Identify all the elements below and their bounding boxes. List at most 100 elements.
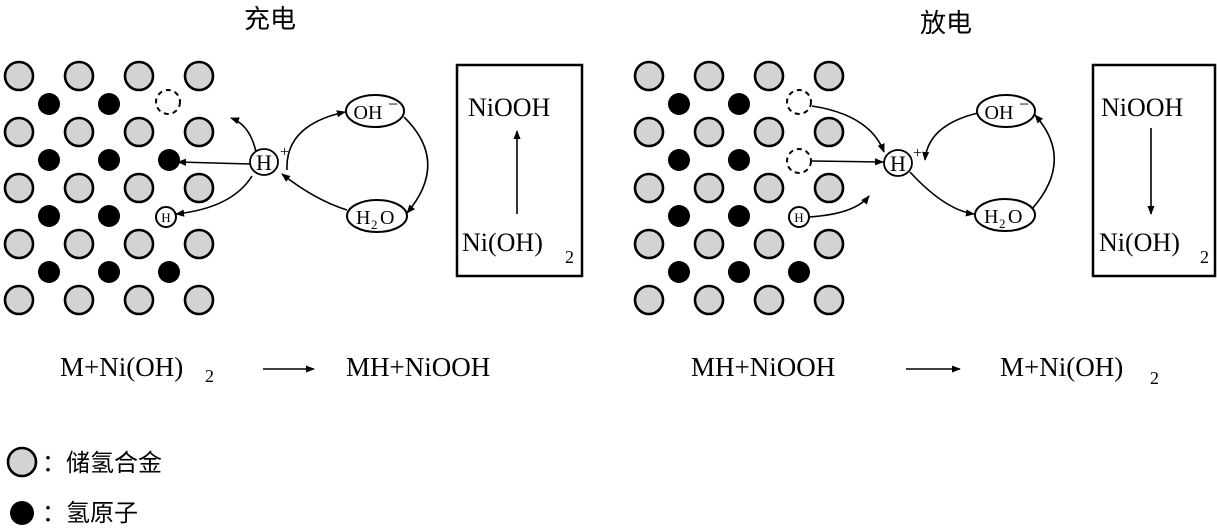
oh-minus-ion <box>345 94 405 128</box>
alloy-atom <box>693 60 725 92</box>
alloy-atom <box>633 60 665 92</box>
hydrogen-atom <box>38 261 60 283</box>
alloy-atom <box>63 284 95 316</box>
h-atom-small-label: H <box>161 210 170 225</box>
oh-sup: − <box>1019 94 1029 114</box>
hydrogen-atom <box>98 261 120 283</box>
alloy-atom <box>183 116 215 148</box>
charge-panel: H H + OH − H 2 O NiOOH Ni(OH) 2 M+Ni(OH)… <box>60 63 584 386</box>
alloy-atom <box>123 228 155 260</box>
oh-label: OH <box>354 102 383 124</box>
arrow-to-oh <box>286 110 346 171</box>
alloy-atom <box>183 60 215 92</box>
charge-box-top: NiOOH <box>468 93 551 122</box>
alloy-atom <box>3 172 35 204</box>
discharge-lattice <box>633 60 845 316</box>
charge-box-sub: 2 <box>565 247 574 267</box>
arrow-h2o-to-oh <box>1031 114 1056 210</box>
hydrogen-atom <box>158 261 180 283</box>
h-plus-ion <box>883 149 913 177</box>
legend-hydrogen-label: ：氢原子 <box>42 499 138 527</box>
h2o-molecule <box>346 199 408 233</box>
arrow-oh-to-h <box>922 112 979 161</box>
hydrogen-atom <box>728 205 750 227</box>
alloy-atom <box>693 284 725 316</box>
h-plus-label: H <box>890 151 906 176</box>
hydrogen-atom <box>668 261 690 283</box>
alloy-atom <box>123 60 155 92</box>
arrow-vacancy2-to-h <box>811 158 884 166</box>
h-plus-label: H <box>256 150 272 175</box>
hydrogen-atom <box>38 149 60 171</box>
alloy-atom <box>633 116 665 148</box>
arrow-h-to-lattice <box>177 158 251 166</box>
alloy-atom <box>813 172 845 204</box>
charge-eq-left-sub: 2 <box>205 366 214 386</box>
alloy-atom <box>813 228 845 260</box>
alloy-atom <box>183 172 215 204</box>
alloy-atom <box>753 116 785 148</box>
alloy-atom <box>3 228 35 260</box>
legend-alloy-label: ：储氢合金 <box>42 449 162 477</box>
alloy-atom <box>183 228 215 260</box>
alloy-atom <box>813 60 845 92</box>
hydrogen-atom <box>98 93 120 115</box>
discharge-eq-right-sub: 2 <box>1150 368 1159 388</box>
alloy-atom <box>813 116 845 148</box>
vacancy-dashed <box>155 89 181 115</box>
hydrogen-atom <box>98 205 120 227</box>
alloy-atom <box>123 172 155 204</box>
charge-eq-left: M+Ni(OH) <box>60 352 183 382</box>
oh-label: OH <box>985 102 1014 124</box>
hydrogen-atom <box>728 149 750 171</box>
arrow-h-to-atom <box>175 175 253 217</box>
alloy-atom <box>63 172 95 204</box>
charge-lattice <box>3 60 215 316</box>
discharge-box-top: NiOOH <box>1101 93 1184 122</box>
hydrogen-atom <box>98 149 120 171</box>
discharge-title: 放电 <box>920 9 972 39</box>
alloy-atom <box>3 116 35 148</box>
h2o-o: O <box>1008 206 1022 228</box>
charge-box <box>455 63 584 278</box>
hydrogen-atom <box>728 261 750 283</box>
vacancy-dashed-1 <box>786 89 812 115</box>
hydrogen-atom <box>668 149 690 171</box>
oh-sup: − <box>388 94 398 114</box>
h-plus-sup: + <box>280 144 289 161</box>
alloy-atom <box>123 116 155 148</box>
h-plus-ion <box>249 148 279 176</box>
h2o-sub: 2 <box>999 216 1006 231</box>
charge-eq-right: MH+NiOOH <box>346 352 490 382</box>
alloy-atom <box>63 116 95 148</box>
legend-alloy-swatch <box>6 446 38 478</box>
arrow-atom-to-h <box>808 195 870 218</box>
discharge-box <box>1091 63 1217 278</box>
vacancy-dashed-2 <box>786 148 812 174</box>
hydrogen-atom <box>668 205 690 227</box>
h2o-h: H <box>356 207 370 229</box>
discharge-box-bottom: Ni(OH) <box>1099 228 1180 257</box>
arrow-h-to-h2o <box>909 171 975 217</box>
alloy-atom <box>693 116 725 148</box>
oh-minus-ion <box>976 94 1036 128</box>
alloy-atom <box>3 284 35 316</box>
alloy-atom <box>633 172 665 204</box>
alloy-atom <box>753 284 785 316</box>
legend-hydrogen-swatch <box>10 501 34 525</box>
alloy-atom <box>183 284 215 316</box>
arrow-oh-to-h2o <box>403 116 429 214</box>
legend: ：储氢合金 ：氢原子 <box>6 446 162 527</box>
h-atom-small <box>155 206 177 228</box>
discharge-eq-right: M+Ni(OH) <box>1000 352 1123 382</box>
alloy-atom <box>693 228 725 260</box>
alloy-atom <box>123 284 155 316</box>
hydrogen-atom <box>788 261 810 283</box>
charge-box-bottom: Ni(OH) <box>462 228 543 257</box>
alloy-atom <box>753 172 785 204</box>
alloy-atom <box>693 172 725 204</box>
h2o-sub: 2 <box>371 217 378 232</box>
alloy-atom <box>633 228 665 260</box>
